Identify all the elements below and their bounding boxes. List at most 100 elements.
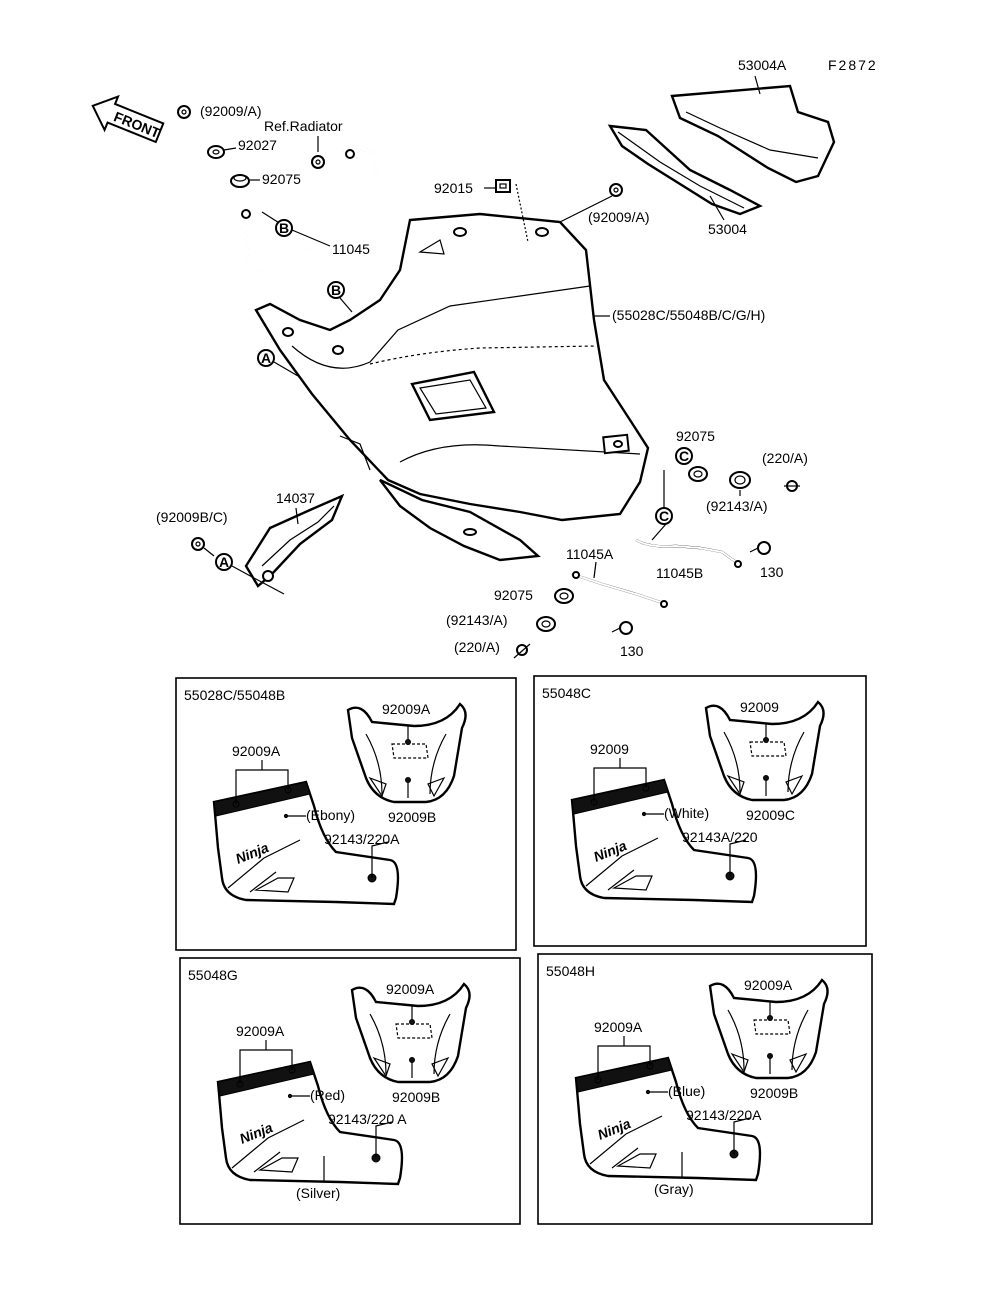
panel-bottom-color-label: (Gray)	[654, 1181, 694, 1197]
damper-low-icon	[554, 588, 574, 604]
panel-title: 55048C	[542, 685, 591, 701]
panel-color-label: (Ebony)	[306, 807, 355, 823]
screw-low-icon	[513, 643, 531, 659]
panel-top-label: 92009	[740, 699, 779, 715]
damper-mid-icon	[688, 466, 708, 482]
callout-a-mid: A	[257, 349, 275, 367]
label-220a-right: (220/A)	[762, 450, 808, 466]
leader-53004A	[754, 75, 761, 95]
panel-side-label: 92009A	[594, 1019, 643, 1035]
panel-side-bottom-label: 92143/220 A	[328, 1111, 407, 1127]
variant-panel: 55048G92009A92009BNinja92009A(Red)92143/…	[179, 957, 521, 1225]
panel-frame	[533, 675, 867, 947]
panel-side-label: 92009	[590, 741, 629, 757]
panel-title: 55048H	[546, 963, 595, 979]
leader-bracket	[597, 1036, 651, 1080]
label-92075-low: 92075	[494, 587, 533, 603]
label-11045: 11045	[332, 241, 370, 257]
damper-icon	[230, 174, 250, 188]
bracket-11045a	[571, 571, 668, 608]
grommet-right-icon	[609, 183, 623, 197]
label-92009-a-right: (92009/A)	[588, 209, 649, 225]
ninja-decal: Ninja	[595, 1115, 633, 1143]
upper-cowl-piece	[708, 978, 829, 1080]
panel-bottom-label: 92009B	[388, 809, 436, 825]
label-92009bc: (92009B/C)	[156, 509, 228, 525]
label-130-right: 130	[760, 564, 784, 580]
panel-top-label: 92009A	[386, 981, 435, 997]
bolt-icon	[311, 155, 325, 169]
collar-low-icon	[536, 616, 556, 632]
label-92075-top: 92075	[262, 171, 301, 187]
panel-side-bottom-label: 92143/220A	[686, 1107, 762, 1123]
front-arrow-icon: FRONT	[91, 94, 165, 144]
panel-bottom-color-label: (Silver)	[296, 1185, 340, 1201]
figure-code: F2872	[828, 57, 878, 73]
leader-bracket	[235, 760, 289, 804]
svg-text:B: B	[331, 282, 341, 298]
variant-panel: 55048C 92009 92009C Ninja 92009 (White) 92143A…	[533, 675, 867, 947]
panel-color-label: (White)	[664, 805, 709, 821]
label-92027: 92027	[238, 137, 277, 153]
windshield-53004	[607, 124, 763, 216]
bolt-130-right-icon	[749, 541, 771, 555]
upper-cowl-piece	[350, 982, 471, 1084]
svg-text:A: A	[261, 350, 271, 366]
screw-220a-icon	[784, 480, 800, 492]
svg-text:C: C	[679, 448, 689, 464]
leader-53004	[709, 195, 725, 221]
callout-b-mid: B	[327, 281, 345, 299]
label-14037: 14037	[276, 490, 315, 506]
panel-bottom-label: 92009B	[750, 1085, 798, 1101]
nut-92015-icon	[495, 179, 511, 193]
panel-side-bottom-label: 92143/220A	[324, 831, 400, 847]
label-130-low: 130	[620, 643, 644, 659]
variant-panel: 55048H 92009A 92009B Ninja 92009A (Blue) 92143…	[537, 953, 873, 1225]
leader-bracket	[593, 758, 647, 802]
leader-bracket	[239, 1040, 293, 1084]
panel-top-label: 92009A	[744, 977, 793, 993]
side-cowl-piece: Ninja	[212, 780, 400, 906]
svg-text:C: C	[659, 508, 669, 524]
grommet-92009bc-icon	[191, 537, 205, 551]
variant-panel: 55028C/55048B 92009A 92009B Ninja 92009A (Ebo…	[175, 677, 517, 951]
panel-side-bottom-label: 92143A/220	[682, 829, 758, 845]
bracket-11045	[241, 148, 378, 274]
ninja-decal: Ninja	[591, 837, 629, 865]
bolt-130-low-icon	[611, 621, 633, 635]
ninja-decal: Ninja	[237, 1119, 275, 1147]
callout-c-top: C	[675, 447, 693, 465]
panel-title: 55048G	[188, 967, 238, 983]
windshield-53004A	[670, 84, 836, 184]
clip-icon	[207, 145, 225, 159]
panel-frame	[175, 677, 517, 951]
panel-color-label: (Red)	[310, 1087, 345, 1103]
upper-cowl-piece	[704, 700, 825, 802]
panel-frame	[537, 953, 873, 1225]
ninja-decal: Ninja	[233, 839, 271, 867]
label-92015: 92015	[434, 180, 473, 196]
svg-text:A: A	[219, 554, 229, 570]
panel-bottom-label: 92009C	[746, 807, 795, 823]
panel-title: 55028C/55048B	[184, 687, 285, 703]
label-92075-mid: 92075	[676, 428, 715, 444]
panel-side-label: 92009A	[236, 1023, 285, 1039]
label-53004A: 53004A	[738, 57, 787, 73]
side-cowl-main	[254, 212, 650, 562]
panel-color-label: (Blue)	[668, 1083, 705, 1099]
panel-side-label: 92009A	[232, 743, 281, 759]
bracket-11045b	[635, 538, 742, 568]
panel-top-label: 92009A	[382, 701, 431, 717]
callout-a-low: A	[215, 553, 233, 571]
callout-b-top: B	[275, 219, 293, 237]
collar-92143a-icon	[729, 471, 751, 489]
label-cowl: (55028C/55048B/C/G/H)	[612, 307, 765, 323]
label-92009-a-top: (92009/A)	[200, 103, 261, 119]
label-11045a: 11045A	[566, 546, 614, 562]
svg-text:B: B	[279, 220, 289, 236]
label-ref-radiator: Ref.Radiator	[264, 118, 343, 134]
side-cowl-piece: Ninja	[216, 1060, 404, 1186]
label-92143a-low: (92143/A)	[446, 612, 507, 628]
label-92143a-right: (92143/A)	[706, 498, 767, 514]
